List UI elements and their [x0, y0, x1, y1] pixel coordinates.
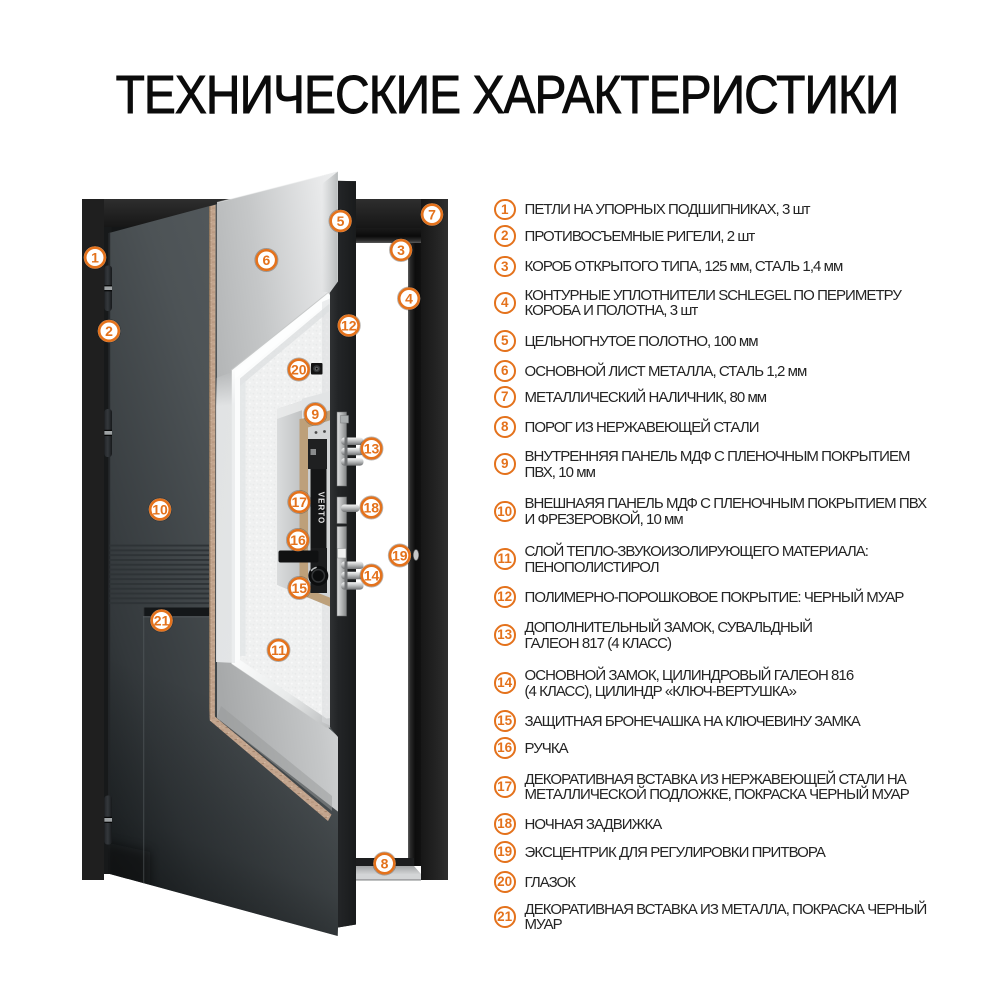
- svg-text:9: 9: [311, 406, 319, 422]
- svg-text:4: 4: [405, 291, 413, 307]
- svg-text:17: 17: [292, 494, 308, 510]
- svg-text:3: 3: [397, 242, 405, 258]
- svg-text:13: 13: [364, 441, 380, 457]
- svg-text:20: 20: [291, 362, 307, 378]
- svg-text:8: 8: [381, 856, 389, 872]
- svg-text:6: 6: [263, 252, 271, 268]
- svg-text:21: 21: [154, 613, 170, 629]
- svg-text:12: 12: [341, 318, 357, 334]
- svg-text:5: 5: [337, 213, 345, 229]
- svg-text:11: 11: [271, 642, 286, 658]
- svg-text:7: 7: [428, 207, 436, 223]
- svg-text:1: 1: [91, 250, 99, 266]
- svg-text:14: 14: [364, 568, 380, 584]
- svg-text:10: 10: [152, 502, 168, 518]
- svg-text:2: 2: [105, 323, 113, 339]
- svg-text:16: 16: [290, 532, 306, 548]
- svg-text:19: 19: [392, 548, 408, 564]
- svg-text:18: 18: [364, 500, 380, 516]
- svg-text:VERTO: VERTO: [317, 492, 326, 524]
- svg-text:15: 15: [292, 580, 308, 596]
